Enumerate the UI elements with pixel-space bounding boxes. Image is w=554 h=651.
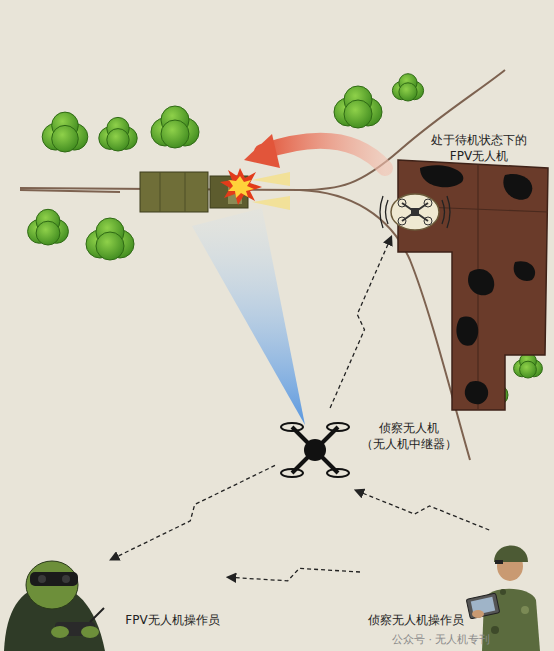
fpv-drone-standby: [424, 199, 432, 207]
fpv-operator: [51, 626, 69, 638]
building-roof: [420, 165, 463, 187]
tree: [334, 86, 382, 128]
recon-operator: [494, 546, 528, 563]
fpv-drone-standby: [411, 208, 419, 216]
fpv-operator: [26, 561, 78, 609]
fpv-operator: [30, 572, 78, 586]
building-roof: [514, 261, 535, 281]
node-label: FPV无人机操作员: [120, 612, 225, 628]
recon-operator: [472, 610, 484, 618]
node-label: 处于待机状态下的 FPV无人机: [414, 132, 544, 164]
recon-drone: [327, 423, 349, 431]
signal-link: [355, 490, 489, 530]
attack-arrow: [244, 134, 385, 168]
tree: [96, 232, 124, 260]
recon-drone: [304, 439, 326, 461]
signal-link: [330, 236, 392, 408]
tree: [36, 221, 60, 245]
sensor-cone: [192, 208, 305, 425]
recon-operator: [495, 560, 503, 564]
fpv-operator: [81, 626, 99, 638]
node-label: 侦察无人机 （无人机中继器）: [355, 420, 463, 452]
watermark: 公众号 · 无人机专刊: [392, 632, 491, 647]
building-roof: [465, 381, 488, 404]
tree: [107, 129, 129, 151]
signal-link: [227, 568, 360, 580]
fpv-operator: [4, 561, 105, 651]
tree: [161, 120, 189, 148]
explosion: [228, 176, 254, 198]
tree: [86, 218, 134, 260]
fpv-drone-standby: [398, 217, 406, 225]
road: [20, 190, 120, 192]
node-label: 侦察无人机操作员: [360, 612, 472, 628]
truck: [252, 172, 290, 186]
recon-operator: [491, 626, 499, 634]
explosion: [220, 168, 262, 205]
attack-arrow: [244, 134, 280, 168]
tree: [151, 106, 199, 148]
signal-link: [110, 465, 275, 560]
tree: [28, 209, 69, 245]
tree: [99, 117, 137, 151]
fpv-drone-standby: [442, 200, 445, 224]
fpv-operator: [62, 575, 70, 583]
recon-operator: [466, 593, 500, 619]
fpv-drone-standby: [447, 196, 450, 228]
tree: [344, 100, 372, 128]
truck: [160, 172, 161, 212]
drone-node: 侦察无人机 （无人机中继器）: [275, 408, 465, 490]
recon-drone: [292, 427, 338, 473]
fpv-drone-standby: [386, 200, 389, 224]
truck: [252, 196, 290, 210]
recon-operator: [500, 589, 506, 595]
building-roof: [503, 174, 532, 200]
fpv-drone-standby: [402, 203, 428, 221]
tree: [42, 112, 88, 152]
tree: [392, 74, 423, 101]
fpv-drone-standby: [391, 194, 439, 230]
explosion: [220, 168, 262, 205]
drone-node: 处于待机状态下的 FPV无人机: [378, 128, 548, 236]
tree: [514, 353, 543, 378]
fpv-drone-standby: [380, 196, 383, 228]
recon-drone: [327, 469, 349, 477]
attack-arrow: [262, 141, 385, 168]
fpv-drone-standby: [398, 199, 406, 207]
recon-drone: [292, 427, 338, 473]
building-roof: [456, 316, 478, 345]
tree: [399, 83, 417, 101]
recon-drone: [281, 423, 349, 477]
tree: [520, 361, 537, 378]
tree: [52, 125, 79, 152]
drone-node: 侦察无人机操作员: [360, 530, 550, 630]
fpv-operator: [90, 608, 104, 622]
fpv-operator: [38, 575, 46, 583]
fpv-drone-standby: [402, 203, 428, 221]
building-roof: [468, 269, 494, 295]
truck: [140, 172, 290, 212]
sensor-cone: [192, 208, 305, 425]
drone-node: FPV无人机操作员: [2, 560, 227, 646]
fpv-drone-standby: [424, 217, 432, 225]
truck: [140, 172, 208, 212]
recon-drone: [281, 469, 303, 477]
road: [20, 70, 505, 460]
recon-operator: [521, 606, 529, 614]
truck: [185, 172, 186, 212]
fpv-drone-standby: [380, 194, 450, 230]
recon-drone: [281, 423, 303, 431]
